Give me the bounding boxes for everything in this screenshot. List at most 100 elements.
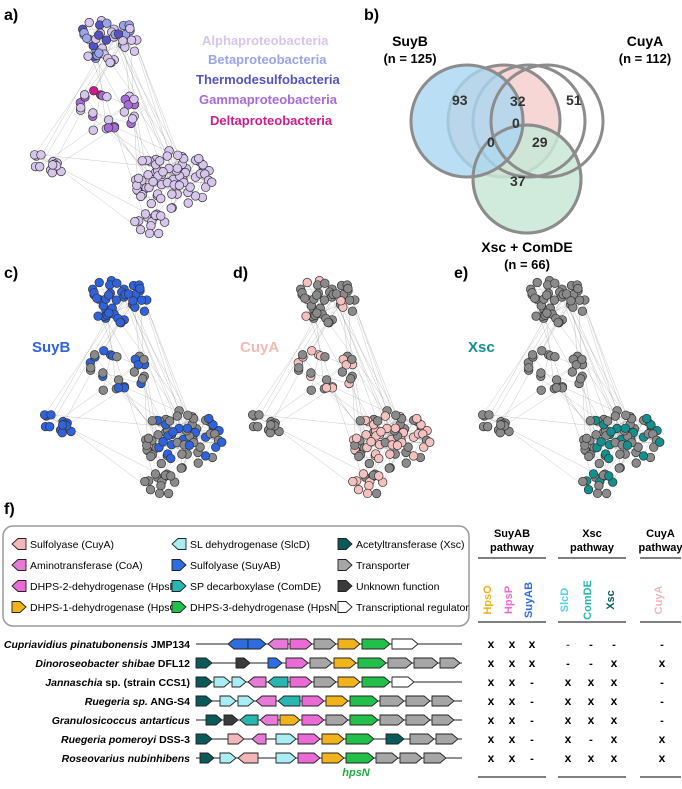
network-node	[95, 49, 104, 58]
venn-suyb-only: 93	[452, 92, 468, 108]
network-node	[114, 376, 123, 385]
network-node	[537, 369, 546, 378]
network-edge	[504, 388, 562, 426]
presence-mark: x	[488, 732, 495, 746]
network-node	[156, 194, 165, 203]
presence-mark: x	[488, 694, 495, 708]
network-node	[352, 434, 361, 443]
presence-mark: -	[660, 696, 664, 708]
presence-mark: -	[530, 753, 534, 765]
network-edge	[66, 388, 124, 426]
venn-xsc-only: 37	[510, 173, 526, 189]
presence-mark: -	[530, 734, 534, 746]
gene-arrow	[196, 696, 212, 706]
network-node	[253, 422, 262, 431]
organism-name: Ruegeria sp. ANG-S4	[85, 696, 190, 708]
network-node	[128, 115, 137, 124]
gene-arrow	[322, 734, 344, 744]
network-node	[48, 161, 57, 170]
pathway-title: pathway	[490, 542, 535, 554]
network-node	[136, 225, 145, 234]
network-node	[348, 307, 357, 316]
network-node	[615, 464, 624, 473]
presence-mark: -	[612, 639, 616, 651]
gene-arrow	[410, 734, 434, 744]
gene-arrow	[228, 639, 248, 649]
network-node	[543, 309, 552, 318]
network-node	[528, 351, 537, 360]
network-node	[530, 294, 539, 303]
network-node	[425, 438, 434, 447]
network-node	[184, 199, 193, 208]
network-node	[574, 284, 583, 293]
gene-arrow	[350, 715, 378, 725]
network-node	[362, 431, 371, 440]
presence-mark: x	[611, 751, 618, 765]
legend-gene-label: Transporter	[356, 560, 410, 572]
network-node	[127, 36, 136, 45]
network-node	[604, 454, 613, 463]
legend-deltaproteobacteria: Deltaproteobacteria	[210, 113, 333, 128]
presence-mark: x	[529, 637, 536, 651]
network-node	[154, 229, 163, 238]
presence-mark: x	[509, 713, 516, 727]
network-node	[552, 376, 561, 385]
network-node	[92, 294, 101, 303]
network-node	[134, 174, 143, 183]
network-node	[300, 294, 309, 303]
network-node	[255, 411, 264, 420]
presence-mark: -	[589, 658, 593, 670]
network-node	[386, 450, 395, 459]
network-node	[485, 411, 494, 420]
network-node	[595, 459, 604, 468]
network-node	[175, 181, 184, 190]
gene-arrow	[414, 658, 438, 668]
gene-arrow	[440, 658, 460, 668]
network-node	[177, 464, 186, 473]
network-node	[164, 489, 173, 498]
network-node	[589, 470, 598, 479]
organism-name: Cupriavidius pinatubonensis JMP134	[4, 639, 190, 651]
network-node	[578, 355, 587, 364]
network-node	[298, 351, 307, 360]
gene-arrow	[380, 696, 404, 706]
network-edge	[483, 285, 572, 414]
network-node	[602, 489, 611, 498]
presence-mark: x	[565, 732, 572, 746]
network-node	[89, 86, 98, 95]
network-node	[183, 424, 192, 433]
network-node	[89, 126, 98, 135]
legend-gene-label: SP decarboxylase (ComDE)	[190, 581, 321, 593]
pathway-column-label: Xsc	[605, 590, 617, 610]
network-edge	[258, 359, 352, 426]
network-node	[138, 375, 147, 384]
gene-arrow	[214, 677, 230, 687]
gene-arrow	[196, 734, 212, 744]
venn-set-xsc-count: (n = 66)	[504, 257, 550, 272]
pathway-column-label: HpsO	[482, 585, 494, 615]
network-edge	[40, 99, 134, 166]
network-node	[575, 296, 584, 305]
gene-arrow	[424, 753, 446, 763]
network-node	[204, 414, 213, 423]
gene-arrow	[362, 639, 390, 649]
network-node	[147, 199, 156, 208]
network-node	[130, 95, 139, 104]
pathway-title: pathway	[638, 542, 682, 554]
network-node	[45, 422, 54, 431]
network-node	[89, 109, 98, 118]
presence-mark: -	[566, 658, 570, 670]
presence-mark: x	[611, 713, 618, 727]
legend-betaproteobacteria: Betaproteobacteria	[208, 52, 327, 67]
network-node	[551, 352, 560, 361]
network-node	[207, 178, 216, 187]
network-node	[595, 481, 604, 490]
gene-arrow	[392, 677, 414, 687]
network-node	[194, 154, 203, 163]
panel-b-label: b)	[364, 7, 379, 24]
venn-suyb-cuya: 32	[510, 93, 526, 109]
network-node	[178, 450, 187, 459]
pathway-title: CuyA	[646, 528, 675, 540]
network-node	[141, 477, 150, 486]
network-node	[185, 441, 194, 450]
